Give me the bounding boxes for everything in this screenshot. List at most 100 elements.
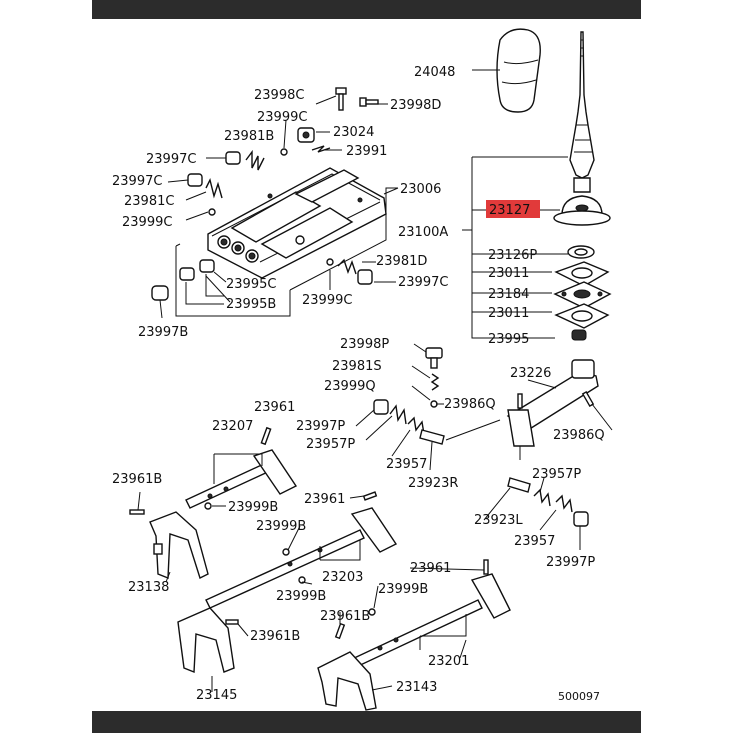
bushing-23995C[interactable] — [179, 259, 215, 281]
plate-23184[interactable] — [553, 281, 612, 309]
label-23961-c: 23961 — [410, 561, 451, 576]
fork-23145[interactable] — [177, 607, 235, 674]
label-23995B: 23995B — [226, 297, 276, 312]
ball-23999B-b[interactable] — [282, 548, 290, 556]
bolt-23998D[interactable] — [359, 97, 379, 107]
pin-23961B-b[interactable] — [225, 619, 239, 625]
ball-23999C-c[interactable] — [326, 258, 334, 266]
label-23999B-b: 23999B — [256, 519, 306, 534]
label-23995: 23995 — [488, 332, 529, 347]
ball-23999B-c[interactable] — [298, 576, 306, 584]
spring-23981D[interactable] — [337, 258, 357, 275]
label-23957P-a: 23957P — [306, 437, 355, 452]
label-23986Q-b: 23986Q — [553, 428, 605, 443]
label-23999C-a: 23999C — [257, 110, 307, 125]
fork-23138[interactable] — [149, 511, 209, 580]
fork-23143[interactable] — [317, 651, 377, 711]
bushing-23995[interactable] — [571, 329, 587, 341]
label-23997C-a: 23997C — [146, 152, 196, 167]
sensor-23024[interactable] — [297, 127, 315, 143]
label-24048: 24048 — [414, 65, 455, 80]
lever-23226[interactable] — [506, 359, 599, 447]
ball-23999B-a[interactable] — [204, 502, 212, 510]
spring-23981B[interactable] — [245, 149, 265, 171]
label-23923R: 23923R — [408, 476, 458, 491]
pin-23961-c[interactable] — [483, 559, 489, 575]
plug-23997P-a[interactable] — [373, 399, 389, 415]
label-23961-a: 23961 — [254, 400, 295, 415]
shift-lever[interactable] — [569, 31, 595, 193]
spring-23957P-b[interactable] — [533, 488, 551, 507]
label-23999B-c: 23999B — [276, 589, 326, 604]
label-23957-b: 23957 — [514, 534, 555, 549]
spring-23957P-a[interactable] — [389, 404, 407, 425]
ball-23999C-b[interactable] — [208, 208, 216, 216]
label-23981D: 23981D — [376, 254, 427, 269]
label-23981S: 23981S — [332, 359, 382, 374]
label-23961-b: 23961 — [304, 492, 345, 507]
label-23127[interactable]: 23127 — [489, 203, 530, 218]
rail-23207[interactable] — [185, 449, 298, 509]
spring-23957-b[interactable] — [555, 494, 573, 513]
label-23143: 23143 — [396, 680, 437, 695]
pin-23923L[interactable] — [507, 477, 531, 493]
label-23126P: 23126P — [488, 248, 537, 263]
plug-23997C-a[interactable] — [225, 151, 241, 165]
plate-23011-b[interactable] — [554, 303, 610, 329]
label-23203: 23203 — [322, 570, 363, 585]
label-23100A: 23100A — [398, 225, 448, 240]
label-23997B: 23997B — [138, 325, 188, 340]
lever-boot-23127[interactable] — [553, 195, 611, 226]
label-23024: 23024 — [333, 125, 374, 140]
pin-23961B-c[interactable] — [334, 622, 346, 640]
label-23207: 23207 — [212, 419, 253, 434]
bolt-23998P[interactable] — [425, 347, 443, 369]
pin-23986Q-a[interactable] — [517, 393, 523, 409]
pin-23961-a[interactable] — [260, 426, 272, 446]
gasket-23126P[interactable] — [567, 245, 595, 259]
label-23997P-a: 23997P — [296, 419, 345, 434]
label-23998P: 23998P — [340, 337, 389, 352]
pin-23923R[interactable] — [419, 429, 445, 445]
ball-23999B-d[interactable] — [368, 608, 376, 616]
bushing-23997B[interactable] — [151, 285, 169, 301]
label-23998C: 23998C — [254, 88, 304, 103]
bolt-23998C[interactable] — [335, 87, 347, 111]
label-23981B: 23981B — [224, 129, 274, 144]
label-23138: 23138 — [128, 580, 169, 595]
label-23961B-c: 23961B — [250, 629, 300, 644]
top-border-bar — [92, 0, 641, 19]
spring-23957-a[interactable] — [407, 416, 425, 435]
label-23006: 23006 — [400, 182, 441, 197]
label-23011-b: 23011 — [488, 306, 529, 321]
label-23226: 23226 — [510, 366, 551, 381]
label-23957-a: 23957 — [386, 457, 427, 472]
pin-23961B-a[interactable] — [129, 509, 145, 515]
label-23997P-b: 23997P — [546, 555, 595, 570]
label-23923L: 23923L — [474, 513, 523, 528]
label-23986Q-a: 23986Q — [444, 397, 496, 412]
spring-23991[interactable] — [311, 145, 331, 153]
pin-23961-b[interactable] — [362, 491, 378, 501]
plug-23997P-b[interactable] — [573, 511, 589, 527]
pin-23986Q-b[interactable] — [581, 390, 595, 408]
label-23201: 23201 — [428, 654, 469, 669]
cover-23006[interactable] — [207, 167, 387, 279]
label-23999Q: 23999Q — [324, 379, 376, 394]
ball-23999C-a[interactable] — [280, 148, 288, 156]
plug-23997C-c[interactable] — [357, 269, 373, 285]
label-23184: 23184 — [488, 287, 529, 302]
spring-23981C[interactable] — [205, 177, 223, 199]
label-23011-a: 23011 — [488, 266, 529, 281]
label-23145: 23145 — [196, 688, 237, 703]
plug-23997C-b[interactable] — [187, 173, 203, 187]
plate-23011-a[interactable] — [554, 261, 610, 287]
label-23957P-b: 23957P — [532, 467, 581, 482]
shift-knob[interactable] — [496, 28, 541, 113]
label-23961B-a: 23961B — [112, 472, 162, 487]
label-23995C: 23995C — [226, 277, 276, 292]
spring-23981S[interactable] — [430, 373, 440, 391]
label-23981C: 23981C — [124, 194, 174, 209]
label-23997C-b: 23997C — [112, 174, 162, 189]
